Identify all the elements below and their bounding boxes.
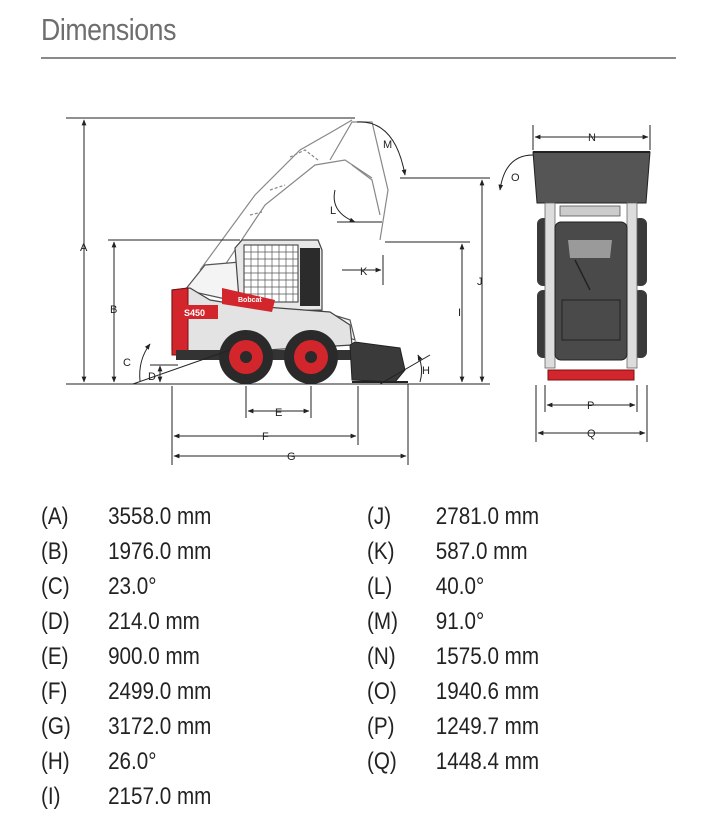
spec-value: 214.0 mm xyxy=(108,608,200,635)
spec-label: (O) xyxy=(367,678,397,705)
top-bucket xyxy=(532,151,651,204)
spec-value: 587.0 mm xyxy=(435,538,528,565)
label-k: K xyxy=(360,266,368,278)
label-n: N xyxy=(588,132,596,144)
label-e: E xyxy=(275,407,282,419)
top-dimension-lines xyxy=(498,125,651,442)
side-dimension-lines xyxy=(66,117,490,465)
label-o: O xyxy=(511,172,520,184)
brand-decal: Bobcat xyxy=(238,297,262,304)
spec-value: 3172.0 mm xyxy=(108,713,212,740)
spec-value: 900.0 mm xyxy=(108,643,200,670)
label-m: M xyxy=(383,139,392,151)
spec-label: (Q) xyxy=(367,748,397,775)
model-badge: S450 xyxy=(184,308,205,318)
bucket xyxy=(349,341,406,383)
top-rear-panel xyxy=(547,369,635,381)
spec-label: (K) xyxy=(367,538,395,565)
spec-value: 2157.0 mm xyxy=(108,783,212,810)
page-title: Dimensions xyxy=(41,12,176,47)
label-j: J xyxy=(477,276,483,288)
label-i: I xyxy=(458,307,461,319)
spec-value: 2499.0 mm xyxy=(108,678,212,705)
label-l: L xyxy=(330,205,336,217)
spec-value: 3558.0 mm xyxy=(108,503,212,530)
title-divider xyxy=(41,57,676,59)
side-dimension-letters: A B C D E F G H I J K L M xyxy=(80,139,483,463)
spec-value: 1249.7 mm xyxy=(435,713,540,740)
spec-label: (F) xyxy=(41,678,68,705)
dimension-diagram: Bobcat S450 S450 xyxy=(66,117,651,465)
spec-label: (E) xyxy=(41,643,69,670)
raised-arm-outline xyxy=(199,119,389,281)
spec-label: (N) xyxy=(367,643,396,670)
front-wheel xyxy=(284,330,338,384)
label-d: D xyxy=(148,371,156,383)
label-f: F xyxy=(262,431,269,443)
side-decal xyxy=(222,288,275,312)
spec-label: (A) xyxy=(41,503,69,530)
spec-value: 23.0° xyxy=(108,573,157,600)
spec-label: (I) xyxy=(41,783,61,810)
spec-label: (C) xyxy=(41,573,70,600)
label-q: Q xyxy=(587,428,596,440)
spec-label: (D) xyxy=(41,608,70,635)
spec-value: 91.0° xyxy=(435,608,485,635)
spec-value: 1575.0 mm xyxy=(435,643,540,670)
top-view-loader xyxy=(532,151,651,381)
cab xyxy=(234,239,323,313)
label-b: B xyxy=(110,304,117,316)
spec-label: (J) xyxy=(367,503,392,530)
rear-panel xyxy=(171,287,189,356)
label-g: G xyxy=(287,451,296,463)
side-view-loader: Bobcat S450 S450 xyxy=(171,119,408,384)
spec-label: (G) xyxy=(41,713,71,740)
spec-label: (L) xyxy=(367,573,393,600)
label-h: H xyxy=(422,365,430,377)
spec-label: (H) xyxy=(41,748,70,775)
rear-wheel xyxy=(219,330,273,384)
label-p: P xyxy=(587,400,594,412)
spec-value: 40.0° xyxy=(435,573,485,600)
top-dimension-letters: N O P Q xyxy=(511,132,596,440)
spec-value: 2781.0 mm xyxy=(435,503,540,530)
spec-value: 1976.0 mm xyxy=(108,538,212,565)
spec-value: 1448.4 mm xyxy=(435,748,540,775)
spec-value: 1940.6 mm xyxy=(435,678,540,705)
spec-value: 26.0° xyxy=(108,748,157,775)
spec-label: (P) xyxy=(367,713,395,740)
label-c: C xyxy=(123,357,131,369)
spec-label: (B) xyxy=(41,538,69,565)
label-a: A xyxy=(80,242,88,254)
spec-label: (M) xyxy=(367,608,398,635)
